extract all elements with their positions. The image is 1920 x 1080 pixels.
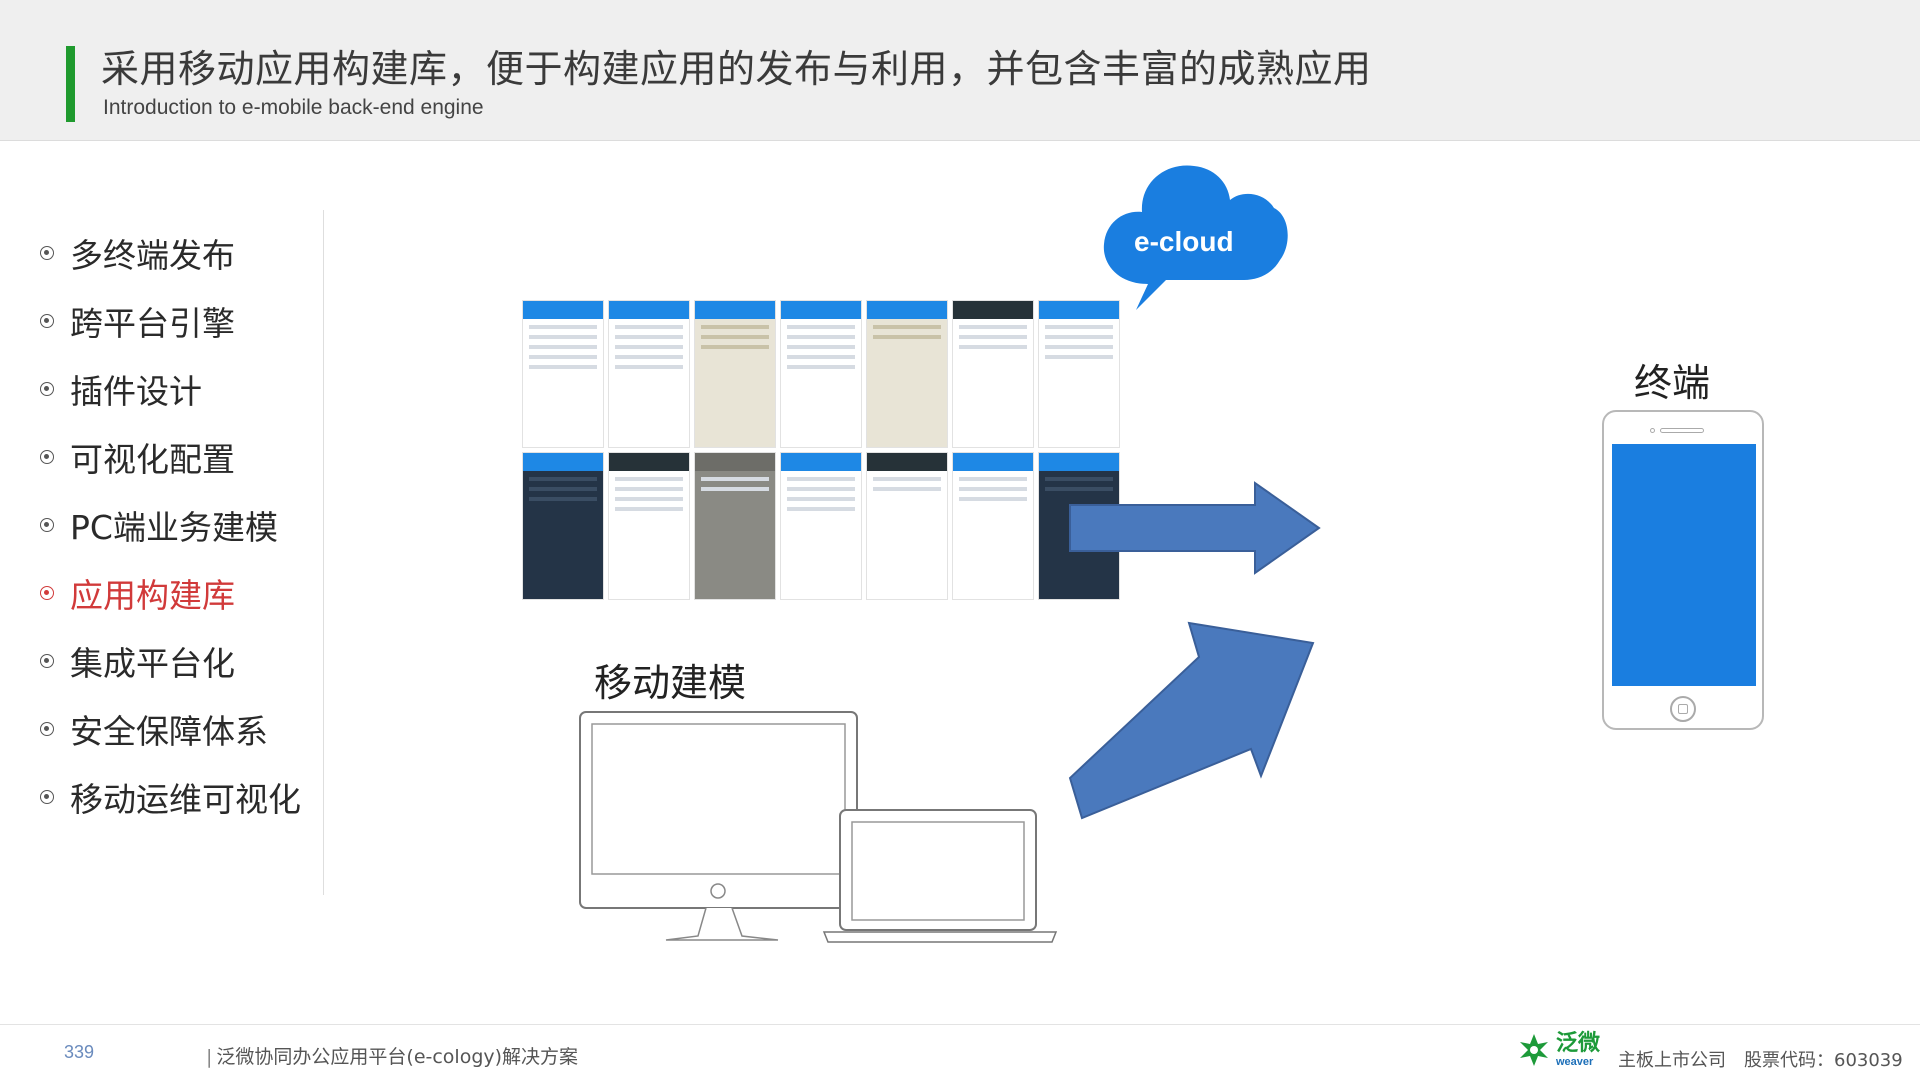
footer-divider: [0, 1024, 1920, 1025]
flow-arrows: [1068, 481, 1321, 820]
app-screenshot: [694, 300, 776, 448]
cloud-icon: [1103, 165, 1288, 310]
menu-item-label: PC端业务建模: [70, 508, 278, 547]
menu-item-multi-terminal[interactable]: 多终端发布: [40, 228, 235, 278]
brand-name-cn: 泛微: [1556, 1030, 1601, 1056]
menu-item-label: 安全保障体系: [70, 712, 268, 751]
app-screenshot: [522, 300, 604, 448]
bullet-icon: [40, 382, 54, 396]
page-number: 339: [64, 1042, 95, 1062]
menu-item-label: 应用构建库: [70, 576, 235, 615]
phone-camera: [1650, 428, 1655, 433]
bullet-icon: [40, 722, 54, 736]
bullet-icon: [40, 314, 54, 328]
phone-speaker: [1660, 428, 1704, 433]
phone-icon: [1602, 410, 1764, 730]
menu-item-app-library[interactable]: 应用构建库: [40, 568, 235, 618]
app-screenshots-grid: [522, 300, 1120, 602]
menu-divider: [323, 210, 324, 895]
bullet-icon: [40, 654, 54, 668]
app-screenshot: [780, 300, 862, 448]
app-screenshot: [522, 452, 604, 600]
listed-company-text: 主板上市公司: [1618, 1050, 1726, 1071]
desktop-laptop-icon: [579, 711, 1058, 943]
arrow-up-right-icon: [1068, 621, 1315, 820]
menu-item-label: 跨平台引擎: [70, 304, 235, 343]
bullet-icon: [40, 586, 54, 600]
menu-item-label: 可视化配置: [70, 440, 235, 479]
app-screenshot: [866, 452, 948, 600]
brand-logo: 泛微 weaver: [1516, 1030, 1600, 1070]
header-accent-bar: [66, 46, 75, 122]
bullet-icon: [40, 246, 54, 260]
menu-item-label: 移动运维可视化: [70, 780, 301, 819]
app-screenshot: [608, 452, 690, 600]
app-screenshot: [608, 300, 690, 448]
app-screenshot: [694, 452, 776, 600]
app-screenshot: [866, 300, 948, 448]
page-subtitle: Introduction to e-mobile back-end engine: [103, 96, 484, 119]
menu-item-label: 集成平台化: [70, 644, 235, 683]
menu-item-cross-platform[interactable]: 跨平台引擎: [40, 296, 235, 346]
menu-item-plugin-design[interactable]: 插件设计: [40, 364, 202, 414]
terminal-label: 终端: [1634, 361, 1711, 405]
weaver-logo-icon: [1520, 1034, 1548, 1066]
brand-name-en: weaver: [1556, 1055, 1594, 1068]
menu-item-visual-config[interactable]: 可视化配置: [40, 432, 235, 482]
app-screenshot: [780, 452, 862, 600]
arrow-right-icon: [1069, 481, 1321, 575]
menu-item-ops-visual[interactable]: 移动运维可视化: [40, 772, 301, 822]
stock-code-text: 股票代码：603039: [1744, 1050, 1903, 1071]
menu-item-security[interactable]: 安全保障体系: [40, 704, 268, 754]
menu-item-integration[interactable]: 集成平台化: [40, 636, 235, 686]
app-screenshot: [1038, 300, 1120, 448]
footer-separator: |: [206, 1046, 213, 1068]
slide-header: 采用移动应用构建库，便于构建应用的发布与利用，并包含丰富的成熟应用 Introd…: [0, 0, 1920, 141]
bullet-icon: [40, 518, 54, 532]
phone-screen: [1612, 444, 1756, 686]
app-screenshot: [952, 300, 1034, 448]
footer-solution-label: 泛微协同办公应用平台(e-cology)解决方案: [216, 1046, 579, 1068]
bullet-icon: [40, 790, 54, 804]
menu-item-pc-modeling[interactable]: PC端业务建模: [40, 500, 278, 550]
menu-item-label: 多终端发布: [70, 236, 235, 275]
modeling-label: 移动建模: [594, 661, 747, 705]
bullet-icon: [40, 450, 54, 464]
phone-home-button: [1670, 696, 1696, 722]
footer-solution-text: |泛微协同办公应用平台(e-cology)解决方案: [206, 1042, 578, 1069]
app-screenshot: [952, 452, 1034, 600]
menu-item-label: 插件设计: [70, 372, 202, 411]
page-title: 采用移动应用构建库，便于构建应用的发布与利用，并包含丰富的成熟应用: [101, 47, 1372, 91]
cloud-label: e-cloud: [1134, 226, 1234, 257]
